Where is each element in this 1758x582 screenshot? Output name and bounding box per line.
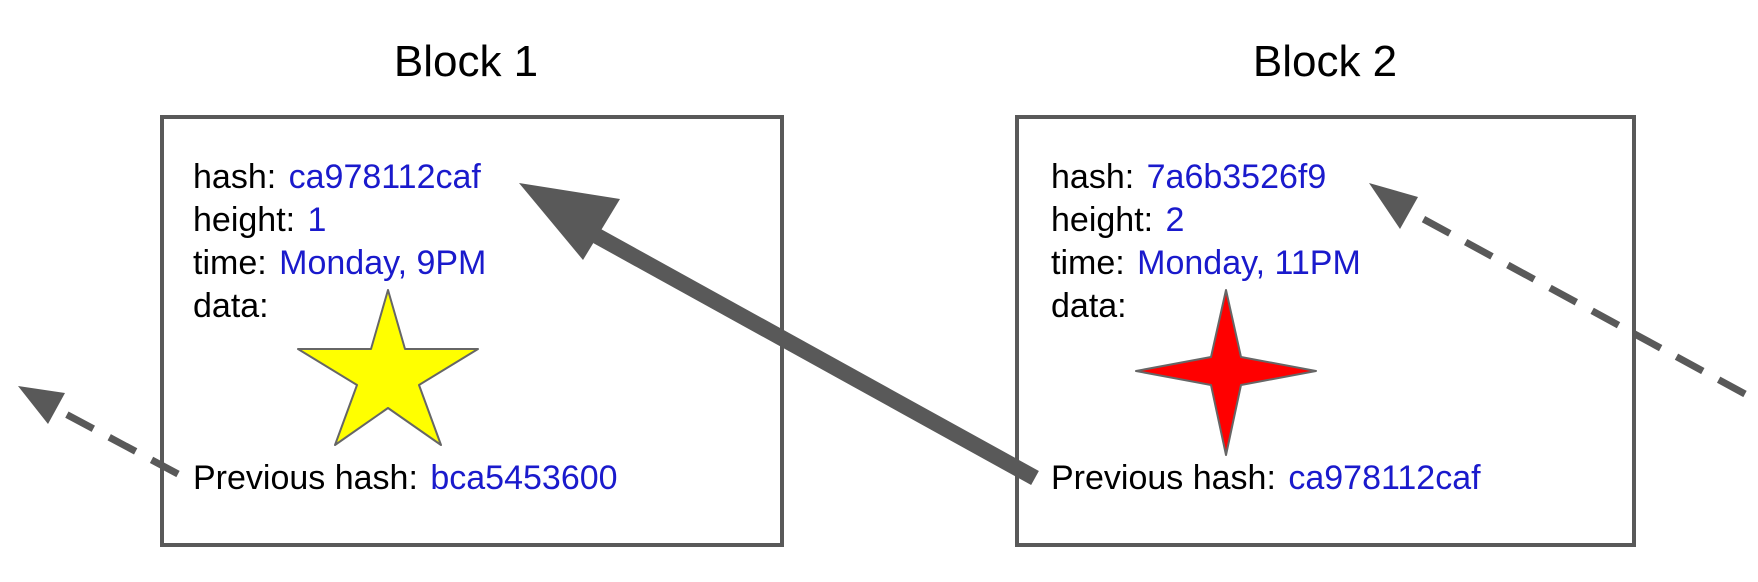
block-1-time: Monday, 9PM	[279, 244, 486, 282]
block-2-hash-label: hash:	[1051, 158, 1134, 196]
block-2-height-label: height:	[1051, 201, 1153, 239]
block-1-data-label: data:	[193, 287, 269, 325]
block-2-height-row: height: 2	[1051, 201, 1184, 239]
block-1-frame	[160, 115, 784, 547]
yellow-star-icon	[297, 289, 479, 446]
dashed-arrow-later-to-block2	[1369, 183, 1747, 398]
block-1-height: 1	[308, 201, 327, 239]
block-2-previous-hash-row: Previous hash: ca978112caf	[1051, 459, 1481, 497]
block-2-hash: 7a6b3526f9	[1147, 158, 1327, 196]
block-1-title: Block 1	[394, 37, 538, 86]
link-arrow-block2-to-block1	[519, 183, 1039, 486]
block-2-previous-hash: ca978112caf	[1288, 459, 1481, 497]
block-1-time-row: time: Monday, 9PM	[193, 244, 486, 282]
block-2-data-label: data:	[1051, 287, 1127, 325]
block-2-time-row: time: Monday, 11PM	[1051, 244, 1361, 282]
block-1-previous-hash: bca5453600	[430, 459, 617, 497]
block-1-previous-hash-row: Previous hash: bca5453600	[193, 459, 618, 497]
block-1-time-label: time:	[193, 244, 267, 282]
link-arrow-shaft	[593, 228, 1039, 486]
block-2-frame	[1015, 115, 1636, 547]
block-1-hash-label: hash:	[193, 158, 276, 196]
block-1-height-row: height: 1	[193, 201, 326, 239]
dashed-arrow-block1-to-earlier	[18, 386, 180, 478]
red-sparkle-icon	[1135, 289, 1317, 456]
block-2-height: 2	[1166, 201, 1185, 239]
block-1: Block 1 hash: ca978112caf height: 1 time…	[160, 37, 784, 547]
block-2-hash-row: hash: 7a6b3526f9	[1051, 158, 1326, 196]
block-1-hash: ca978112caf	[289, 158, 482, 196]
incoming-dashed-arrow-shaft	[1390, 198, 1747, 398]
block-2: Block 2 hash: 7a6b3526f9 height: 2 time:…	[1015, 37, 1636, 547]
block-1-previous-hash-label: Previous hash:	[193, 459, 418, 497]
dashed-arrow-shaft	[45, 400, 180, 478]
block-1-hash-row: hash: ca978112caf	[193, 158, 481, 196]
block-2-title: Block 2	[1253, 37, 1397, 86]
block-1-height-label: height:	[193, 201, 295, 239]
block-2-time-label: time:	[1051, 244, 1125, 282]
block-2-previous-hash-label: Previous hash:	[1051, 459, 1276, 497]
dashed-arrow-head-icon	[18, 386, 65, 424]
link-arrow-head-icon	[519, 183, 620, 260]
incoming-dashed-arrow-head-icon	[1369, 183, 1418, 229]
block-2-time: Monday, 11PM	[1137, 244, 1361, 282]
